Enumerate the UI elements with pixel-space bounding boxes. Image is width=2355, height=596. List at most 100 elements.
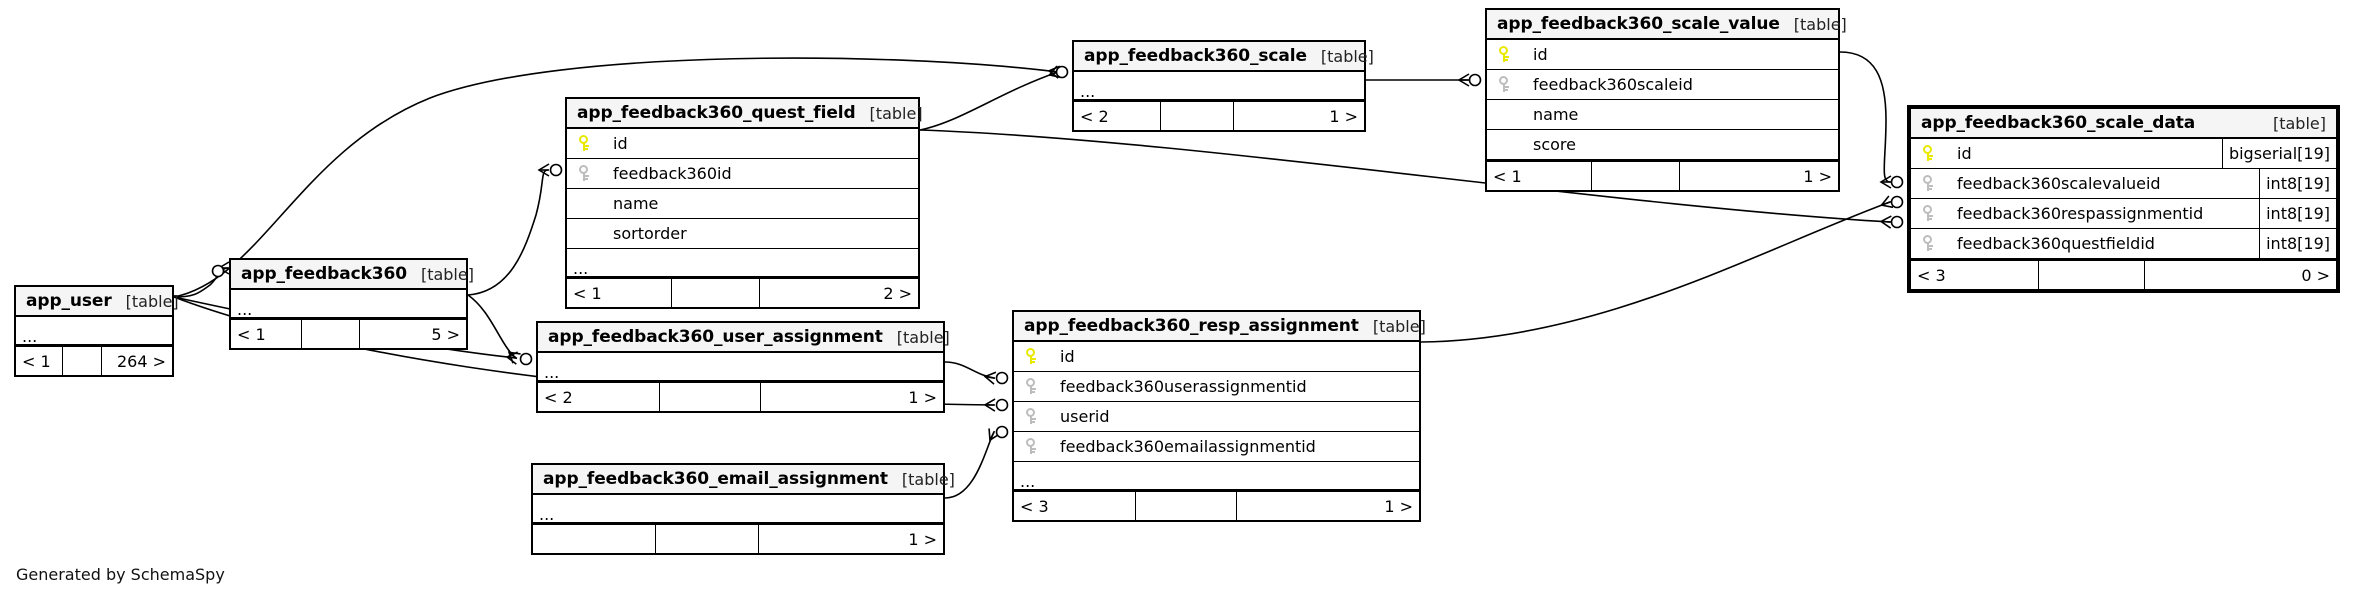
column-name: name bbox=[613, 194, 659, 213]
column-name: score bbox=[1533, 135, 1576, 154]
primary-key-icon-cell bbox=[1911, 145, 1945, 162]
table-row[interactable]: feedback360scaleid bbox=[1487, 70, 1838, 100]
table-kind-label: [table] bbox=[901, 469, 955, 489]
footer-parent-count: < 2 bbox=[1074, 102, 1161, 130]
column-type: bigserial[19] bbox=[2221, 139, 2336, 168]
table-row[interactable]: sortorder bbox=[567, 219, 918, 249]
footer-child-count: 0 > bbox=[2301, 265, 2330, 285]
ep-scale-data-r2 bbox=[1890, 175, 1904, 189]
table-row[interactable]: id bbox=[567, 129, 918, 159]
column-name: name bbox=[1533, 105, 1579, 124]
table-row[interactable]: id bbox=[1014, 342, 1419, 372]
table-row[interactable]: score bbox=[1487, 130, 1838, 160]
table-row[interactable]: name bbox=[567, 189, 918, 219]
table-header-app_feedback360_scale_value: app_feedback360_scale_value [table] bbox=[1487, 10, 1847, 40]
table-title: app_feedback360_user_assignment bbox=[548, 327, 883, 347]
table-kind-label: [table] bbox=[420, 264, 474, 284]
more-columns-ellipsis: ... bbox=[1014, 462, 1419, 490]
column-name: id bbox=[613, 134, 628, 153]
table-header-app_feedback360_email_assignment: app_feedback360_email_assignment [table] bbox=[533, 465, 955, 495]
column-name: sortorder bbox=[613, 224, 687, 243]
footer-child-count: 1 > bbox=[1384, 496, 1413, 516]
footer-parent-count: < 1 bbox=[1487, 162, 1593, 190]
table-title: app_feedback360_email_assignment bbox=[543, 469, 888, 489]
footer-parent-count: < 1 bbox=[567, 279, 673, 307]
ep-scale-value-left bbox=[1468, 73, 1482, 87]
footer-child-count: 1 > bbox=[908, 529, 937, 549]
table-footer-app_feedback360_email_assignment: 1 > bbox=[533, 523, 943, 553]
foreign-key-icon-cell bbox=[1911, 175, 1945, 192]
table-footer-app_feedback360_resp_assignment: < 3 1 > bbox=[1014, 490, 1419, 520]
table-row[interactable]: userid bbox=[1014, 402, 1419, 432]
table-app_feedback360_user_assignment[interactable]: app_feedback360_user_assignment[table]..… bbox=[536, 321, 950, 413]
foreign-key-icon bbox=[1499, 76, 1509, 93]
foreign-key-icon bbox=[579, 165, 589, 182]
table-header-app_user: app_user[table] bbox=[16, 287, 179, 317]
table-app_feedback360_resp_assignment[interactable]: app_feedback360_resp_assignment [table] id… bbox=[1012, 310, 1426, 522]
ep-user-assignment-left bbox=[519, 352, 533, 366]
table-row[interactable]: feedback360emailassignmentid bbox=[1014, 432, 1419, 462]
footer-middle bbox=[1161, 102, 1234, 130]
table-app_feedback360_quest_field[interactable]: app_feedback360_quest_field [table] id feed… bbox=[565, 97, 923, 309]
column-name: userid bbox=[1060, 407, 1110, 426]
ep-feedback360-left bbox=[211, 264, 225, 278]
table-row[interactable]: feedback360respassignmentid int8[19] bbox=[1911, 199, 2336, 229]
table-row[interactable]: id bigserial[19] bbox=[1911, 139, 2336, 169]
table-row[interactable]: id bbox=[1487, 40, 1838, 70]
table-header-app_feedback360_scale: app_feedback360_scale[table] bbox=[1074, 42, 1374, 72]
ep-resp-r2 bbox=[995, 371, 1009, 385]
rel-userassignment-to-resp bbox=[944, 361, 997, 385]
table-kind-label: [table] bbox=[1372, 316, 1426, 336]
primary-key-icon bbox=[579, 135, 589, 152]
ep-resp-r3 bbox=[995, 398, 1009, 412]
footer-child-count: 5 > bbox=[431, 324, 460, 344]
table-title: app_feedback360_quest_field bbox=[577, 103, 856, 123]
table-app_feedback360_email_assignment[interactable]: app_feedback360_email_assignment[table].… bbox=[531, 463, 955, 555]
table-app_feedback360_scale_value[interactable]: app_feedback360_scale_value [table] id feed… bbox=[1485, 8, 1847, 192]
column-name: feedback360scaleid bbox=[1533, 75, 1693, 94]
rel-scalevalue-to-scaledata bbox=[1839, 51, 1892, 189]
foreign-key-icon bbox=[1026, 378, 1036, 395]
table-title: app_feedback360_resp_assignment bbox=[1024, 316, 1359, 336]
footer-middle bbox=[1592, 162, 1681, 190]
foreign-key-icon bbox=[1923, 175, 1933, 192]
more-columns-ellipsis: ... bbox=[538, 353, 943, 381]
table-header-app_feedback360_quest_field: app_feedback360_quest_field [table] bbox=[567, 99, 923, 129]
ep-scale-data-r3 bbox=[1890, 195, 1904, 209]
column-name: id bbox=[1533, 45, 1548, 64]
ep-scale-data-r4 bbox=[1890, 215, 1904, 229]
footer-parent-count: < 3 bbox=[1014, 492, 1136, 520]
table-row[interactable]: feedback360id bbox=[567, 159, 918, 189]
column-name: feedback360respassignmentid bbox=[1957, 204, 2204, 223]
table-title: app_feedback360_scale_value bbox=[1497, 14, 1780, 34]
more-columns-ellipsis: ... bbox=[567, 249, 918, 277]
column-name: id bbox=[1957, 144, 1972, 163]
column-type: int8[19] bbox=[2259, 199, 2336, 228]
table-kind-label: [table] bbox=[1793, 14, 1847, 34]
more-columns-ellipsis: ... bbox=[16, 317, 172, 345]
table-title: app_user bbox=[26, 291, 112, 311]
primary-key-icon-cell bbox=[1487, 46, 1521, 63]
primary-key-icon bbox=[1026, 348, 1036, 365]
table-row[interactable]: feedback360userassignmentid bbox=[1014, 372, 1419, 402]
table-row[interactable]: name bbox=[1487, 100, 1838, 130]
foreign-key-icon-cell bbox=[567, 165, 601, 182]
ep-quest-field-left bbox=[549, 163, 563, 177]
footer-parent-count: < 3 bbox=[1911, 261, 2039, 289]
table-kind-label: [table] bbox=[869, 103, 923, 123]
foreign-key-icon-cell bbox=[1911, 235, 1945, 252]
column-type: int8[19] bbox=[2259, 169, 2336, 198]
table-title: app_feedback360_scale bbox=[1084, 46, 1307, 66]
primary-key-icon bbox=[1923, 145, 1933, 162]
